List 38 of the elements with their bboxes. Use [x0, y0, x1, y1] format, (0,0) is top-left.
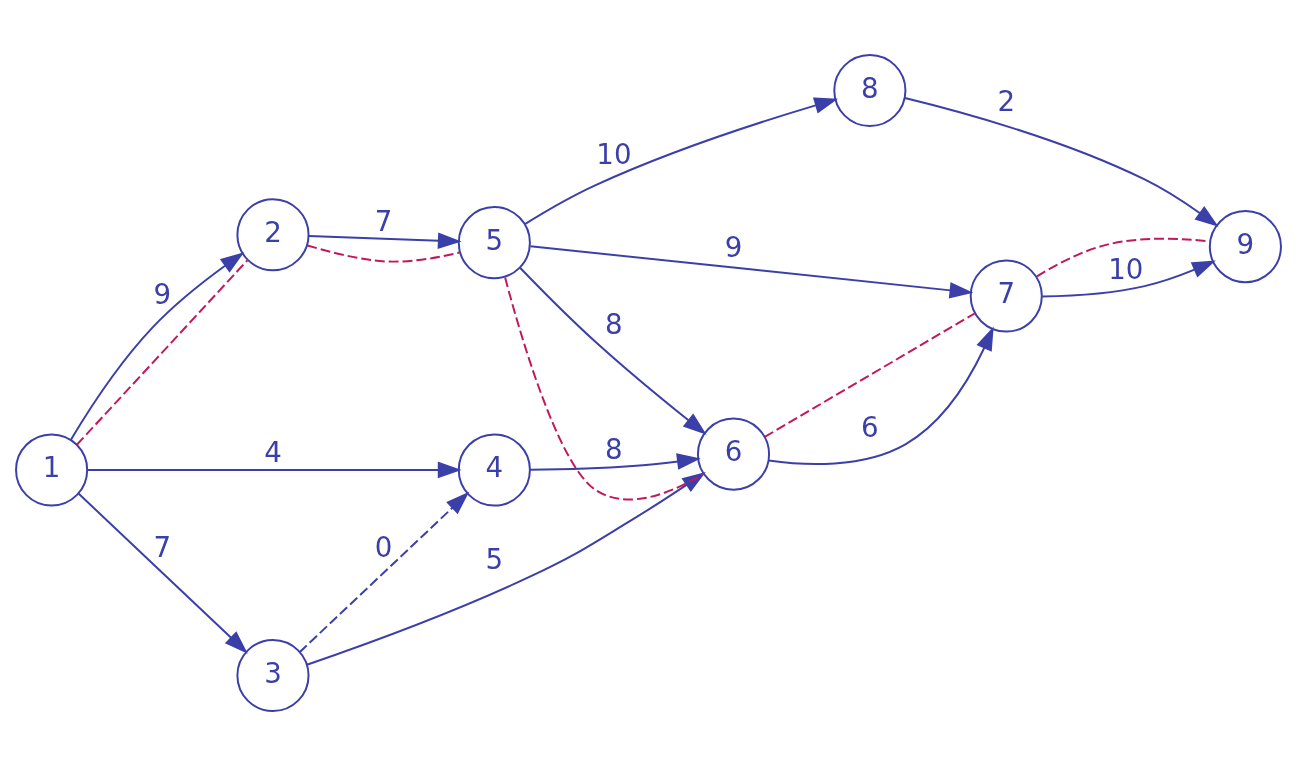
arrow: [519, 266, 707, 435]
arrow: [529, 245, 974, 299]
arrow: [307, 232, 462, 249]
arrow: [903, 97, 1219, 227]
node-circle: 2: [236, 198, 310, 272]
edge-label: 4: [264, 436, 282, 470]
edge-label: 7: [374, 205, 393, 239]
edge-label: 9: [724, 230, 743, 264]
arrow: [298, 491, 470, 653]
edge-label: 10: [1108, 252, 1144, 286]
node-circle: 7: [969, 259, 1043, 333]
connector: [306, 244, 461, 263]
node-circle: 8: [833, 53, 907, 128]
connector: [504, 276, 705, 501]
arrow: [86, 461, 462, 479]
edge-label: 8: [605, 307, 623, 341]
node-circle: 9: [1208, 210, 1282, 284]
node-circle: 3: [236, 638, 310, 713]
arrow: [767, 326, 994, 465]
edge-label: 0: [374, 531, 393, 565]
edge-label: 7: [153, 531, 172, 565]
node-circle: 4: [457, 433, 531, 507]
arrow: [77, 492, 248, 654]
edge-label: 9: [153, 278, 172, 312]
arrow: [523, 97, 839, 226]
edge-label: 5: [485, 543, 504, 577]
arrow: [1041, 260, 1216, 298]
arrow: [529, 453, 701, 471]
connector: [763, 312, 976, 438]
edge-label: 6: [861, 410, 879, 444]
edge-label: 10: [596, 138, 632, 172]
node-circle: 5: [457, 206, 531, 280]
arrow: [305, 471, 706, 666]
connector: [1036, 237, 1211, 278]
node-circle: 6: [696, 417, 771, 491]
edge-label: 8: [605, 432, 623, 466]
node-circle: 1: [15, 433, 89, 507]
edge-label: 2: [997, 84, 1016, 118]
